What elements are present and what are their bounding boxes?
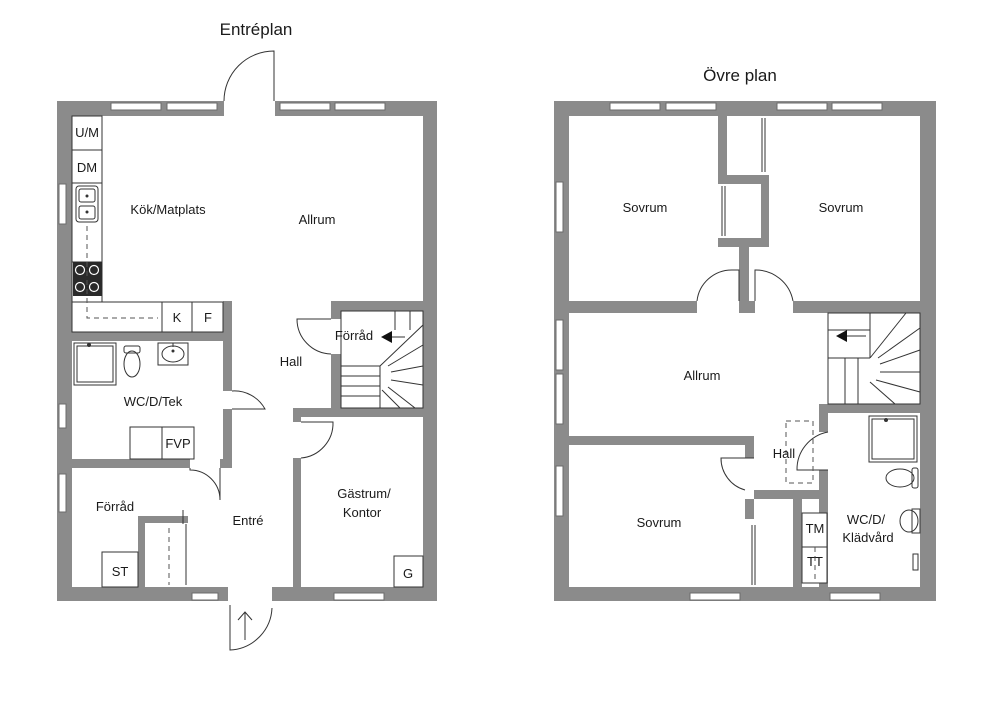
label-storage-stair: Förråd [335,328,373,343]
label-upper-wc-1: WC/D/ [847,512,886,527]
upper-doors [696,118,829,585]
ground-appliance-boxes [101,551,424,588]
ground-stairs [340,310,424,409]
label-hall: Hall [280,354,303,369]
upper-windows [555,102,883,601]
kitchen-counter [71,115,224,333]
label-um: U/M [75,125,99,140]
label-entry: Entré [232,513,263,528]
label-tt: TT [807,554,823,569]
label-wc: WC/D/Tek [124,394,183,409]
label-st: ST [112,564,129,579]
label-bed2: Sovrum [819,200,864,215]
ground-labels: U/M DM Kök/Matplats Allrum K F Förråd Ha… [75,125,413,581]
upper-floor-plan: Övre plan [554,66,936,601]
label-kitchen: Kök/Matplats [130,202,206,217]
upper-labels: Sovrum Sovrum Allrum Hall Sovrum WC/D/ K… [623,200,894,569]
label-upper-wc-2: Klädvård [842,530,893,545]
ground-bath-fixtures [73,342,195,460]
ground-doors [168,50,334,651]
ground-windows [58,102,386,601]
label-living: Allrum [299,212,336,227]
ground-floor-title: Entréplan [220,20,293,39]
label-guest-1: Gästrum/ [337,486,391,501]
label-f: F [204,310,212,325]
upper-bath-fixtures [801,415,921,584]
label-dm: DM [77,160,97,175]
label-k: K [173,310,182,325]
ground-interior-walls [72,301,423,587]
label-storage: Förråd [96,499,134,514]
label-bed1: Sovrum [623,200,668,215]
label-g: G [403,566,413,581]
label-upper-hall: Hall [773,446,796,461]
label-fvp: FVP [165,436,190,451]
label-upper-living: Allrum [684,368,721,383]
label-tm: TM [806,521,825,536]
upper-stairs [827,312,921,405]
label-bed3: Sovrum [637,515,682,530]
ground-floor-plan: Entréplan [57,20,437,651]
upper-floor-title: Övre plan [703,66,777,85]
label-guest-2: Kontor [343,505,382,520]
